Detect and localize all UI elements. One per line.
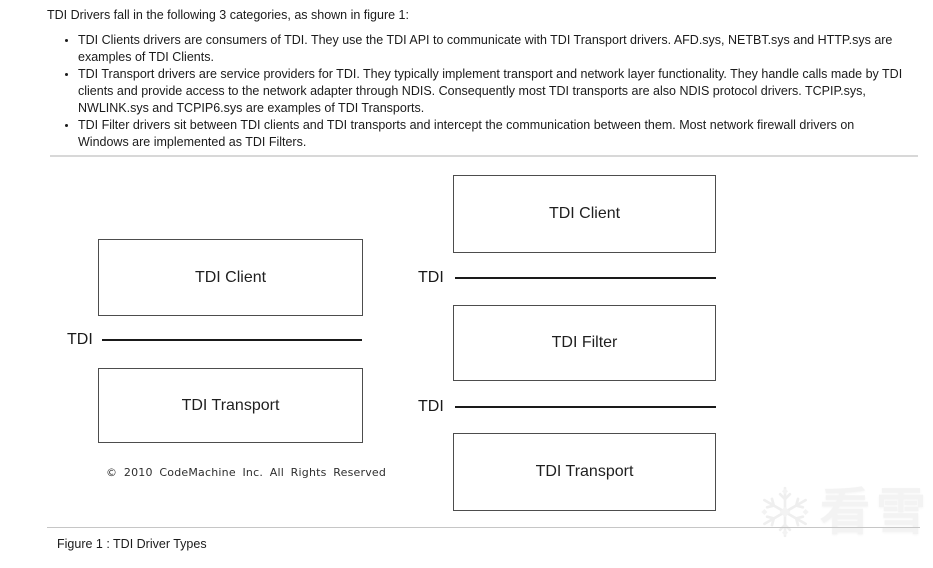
- figure-copyright: © 2010 CodeMachine Inc. All Rights Reser…: [106, 466, 387, 479]
- bullet-item-tdi-clients: TDI Clients drivers are consumers of TDI…: [78, 32, 903, 66]
- snowflake-icon: [758, 485, 812, 539]
- diagram-box-tdi-filter-right: TDI Filter: [453, 305, 716, 381]
- category-list: TDI Clients drivers are consumers of TDI…: [47, 32, 903, 151]
- watermark: 看雪: [758, 485, 932, 539]
- watermark-text: 看雪: [820, 484, 932, 540]
- figure-caption: Figure 1 : TDI Driver Types: [57, 537, 207, 551]
- tdi-interface-label-left: TDI: [67, 331, 93, 348]
- intro-paragraph: TDI Drivers fall in the following 3 cate…: [47, 8, 409, 22]
- tdi-interface-label-right-lower: TDI: [418, 398, 444, 415]
- bullet-item-tdi-filters: TDI Filter drivers sit between TDI clien…: [78, 117, 903, 151]
- divider-top: [50, 155, 918, 157]
- diagram-box-tdi-client-right: TDI Client: [453, 175, 716, 253]
- tdi-interface-line-left: [102, 339, 362, 341]
- tdi-interface-line-right-upper: [455, 277, 716, 279]
- tdi-interface-label-right-upper: TDI: [418, 269, 444, 286]
- tdi-interface-line-right-lower: [455, 406, 716, 408]
- diagram-box-tdi-transport-right: TDI Transport: [453, 433, 716, 511]
- diagram-box-tdi-client-left: TDI Client: [98, 239, 363, 316]
- bullet-item-tdi-transports: TDI Transport drivers are service provid…: [78, 66, 903, 117]
- divider-bottom: [47, 527, 920, 528]
- intro-text-block: TDI Drivers fall in the following 3 cate…: [0, 0, 933, 151]
- diagram-box-tdi-transport-left: TDI Transport: [98, 368, 363, 443]
